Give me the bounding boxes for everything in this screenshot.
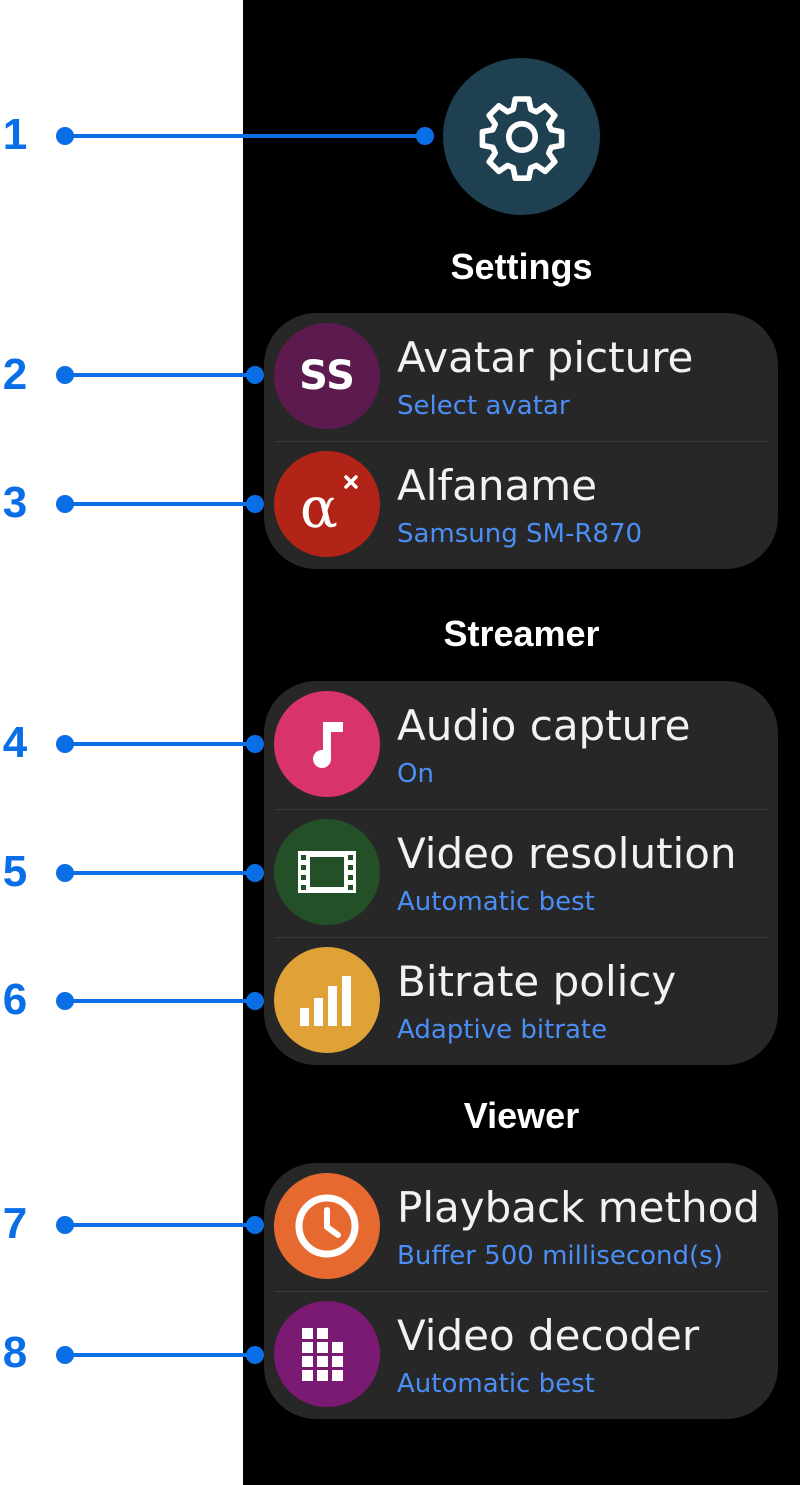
setting-value: Buffer 500 millisecond(s) [397, 1241, 723, 1271]
divider [274, 441, 768, 442]
page-title: Settings [450, 246, 593, 287]
callout-line [65, 999, 255, 1003]
avatar-initials: SS [299, 353, 355, 399]
callout-dot [246, 366, 264, 384]
callout-number: 7 [2, 1199, 28, 1248]
setting-value: Samsung SM-R870 [397, 519, 643, 549]
setting-row-video-decoder[interactable]: Video decoder Automatic best [264, 1291, 778, 1419]
setting-value: On [397, 759, 434, 789]
setting-title: Alfaname [397, 461, 598, 510]
callout-number: 4 [2, 718, 28, 767]
setting-title: Bitrate policy [397, 957, 677, 1006]
callout-number: 6 [2, 975, 28, 1024]
setting-row-bitrate-policy[interactable]: Bitrate policy Adaptive bitrate [264, 937, 778, 1065]
callout-number: 2 [2, 350, 28, 399]
section-title-viewer: Viewer [463, 1095, 580, 1136]
callout-line [65, 1223, 255, 1227]
gear-icon [479, 95, 564, 181]
callout-dot [246, 735, 264, 753]
avatar-initials-icon: SS [274, 323, 380, 429]
film-icon [274, 819, 380, 925]
callout-line [65, 742, 255, 746]
callout-dot [246, 495, 264, 513]
setting-title: Video resolution [397, 829, 737, 878]
setting-value: Adaptive bitrate [397, 1015, 608, 1045]
divider [274, 809, 768, 810]
callout-number: 1 [2, 110, 28, 159]
setting-title: Playback method [397, 1183, 760, 1232]
setting-row-alfaname[interactable]: α Alfaname Samsung SM-R870 [264, 441, 778, 569]
music-note-icon [274, 691, 380, 797]
callout-line [65, 373, 255, 377]
callout-dot [246, 992, 264, 1010]
grid-icon [274, 1301, 380, 1407]
setting-title: Avatar picture [397, 333, 694, 382]
setting-value: Automatic best [397, 887, 595, 917]
divider [274, 937, 768, 938]
callout-dot [246, 1346, 264, 1364]
svg-text:α: α [300, 476, 338, 539]
callout-dot [246, 1216, 264, 1234]
callout-dot [416, 127, 434, 145]
setting-row-playback-method[interactable]: Playback method Buffer 500 millisecond(s… [264, 1163, 778, 1291]
section-title-streamer: Streamer [443, 613, 600, 654]
callout-dot [246, 864, 264, 882]
divider [274, 1291, 768, 1292]
settings-header-icon[interactable] [443, 58, 600, 215]
settings-card-streamer: Audio capture On Video resolution Automa… [264, 681, 778, 1065]
setting-title: Audio capture [397, 701, 691, 750]
callout-number: 5 [2, 847, 28, 896]
bar-chart-icon [274, 947, 380, 1053]
settings-card-general: SS Avatar picture Select avatar α Alfana… [264, 313, 778, 569]
callout-line [65, 871, 255, 875]
setting-value: Select avatar [397, 391, 570, 421]
callout-line [65, 502, 255, 506]
setting-row-video-resolution[interactable]: Video resolution Automatic best [264, 809, 778, 937]
callout-line [65, 134, 425, 138]
callout-number: 8 [2, 1328, 28, 1377]
setting-value: Automatic best [397, 1369, 595, 1399]
alpha-icon: α [274, 451, 380, 557]
setting-row-audio-capture[interactable]: Audio capture On [264, 681, 778, 809]
clock-icon [274, 1173, 380, 1279]
setting-row-avatar-picture[interactable]: SS Avatar picture Select avatar [264, 313, 778, 441]
settings-card-viewer: Playback method Buffer 500 millisecond(s… [264, 1163, 778, 1419]
callout-number: 3 [2, 478, 28, 527]
callout-line [65, 1353, 255, 1357]
setting-title: Video decoder [397, 1311, 700, 1360]
